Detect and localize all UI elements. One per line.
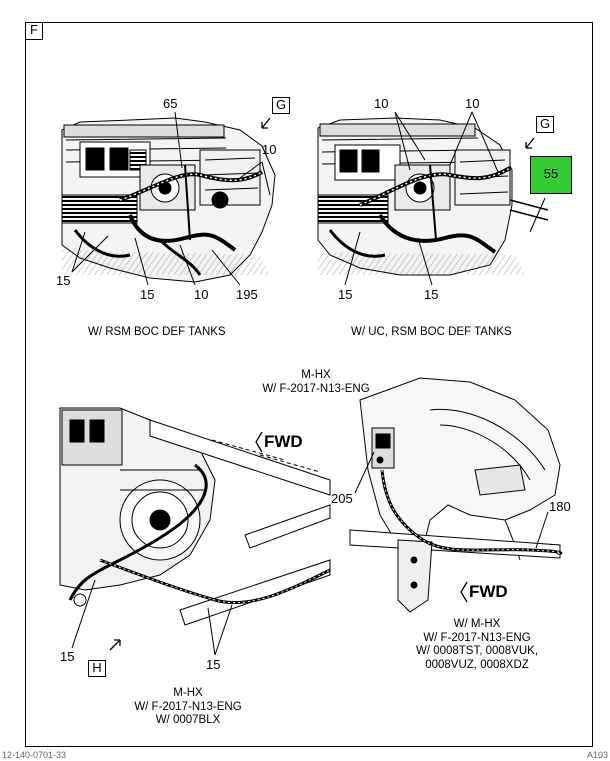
callout-15-bottom-left-a: 15	[60, 649, 75, 664]
engine-view-top-left	[61, 111, 276, 286]
caption-center: M-HX W/ F-2017-N13-ENG	[262, 369, 370, 395]
caption-bottom-right: W/ M-HX W/ F-2017-N13-ENG W/ 0008TST, 00…	[415, 618, 539, 671]
callout-10-right-a: 10	[374, 96, 389, 111]
callout-195: 195	[236, 287, 258, 302]
engine-view-top-right	[317, 111, 549, 286]
wheel-well-view-bottom-right	[349, 377, 563, 613]
caption-bottom-left: M-HX W/ F-2017-N13-ENG W/ 0007BLX	[134, 687, 242, 726]
caption-top-right: W/ UC, RSM BOC DEF TANKS	[351, 326, 512, 338]
callout-55-highlight: 55	[530, 156, 572, 194]
fwd-label-right: FWD	[469, 582, 508, 601]
view-tag-g-right: G	[536, 116, 554, 133]
view-tag-h: H	[88, 660, 106, 677]
diagram-frame	[25, 22, 593, 747]
caption-top-left: W/ RSM BOC DEF TANKS	[88, 326, 226, 338]
callout-10-left-top: 10	[262, 142, 277, 157]
callout-10-right-b: 10	[465, 96, 480, 111]
frame-letter-tag: F	[25, 22, 43, 40]
footer-left-code: 12-140-0701-33	[2, 750, 67, 760]
callout-15-right-a: 15	[338, 287, 353, 302]
callout-15-bottom-left-b: 15	[206, 657, 221, 672]
callout-180: 180	[549, 499, 571, 514]
view-tag-g-left: G	[272, 97, 290, 114]
footer-right-code: A103	[586, 750, 608, 760]
callout-65: 65	[163, 96, 178, 111]
callout-15-left-b: 15	[140, 287, 155, 302]
fwd-label-left: FWD	[264, 432, 303, 451]
callout-10-left-bottom: 10	[194, 287, 209, 302]
callout-205: 205	[331, 491, 353, 506]
chassis-view-bottom-left	[59, 407, 331, 656]
callout-15-right-b: 15	[424, 287, 439, 302]
callout-15-left-a: 15	[56, 273, 71, 288]
